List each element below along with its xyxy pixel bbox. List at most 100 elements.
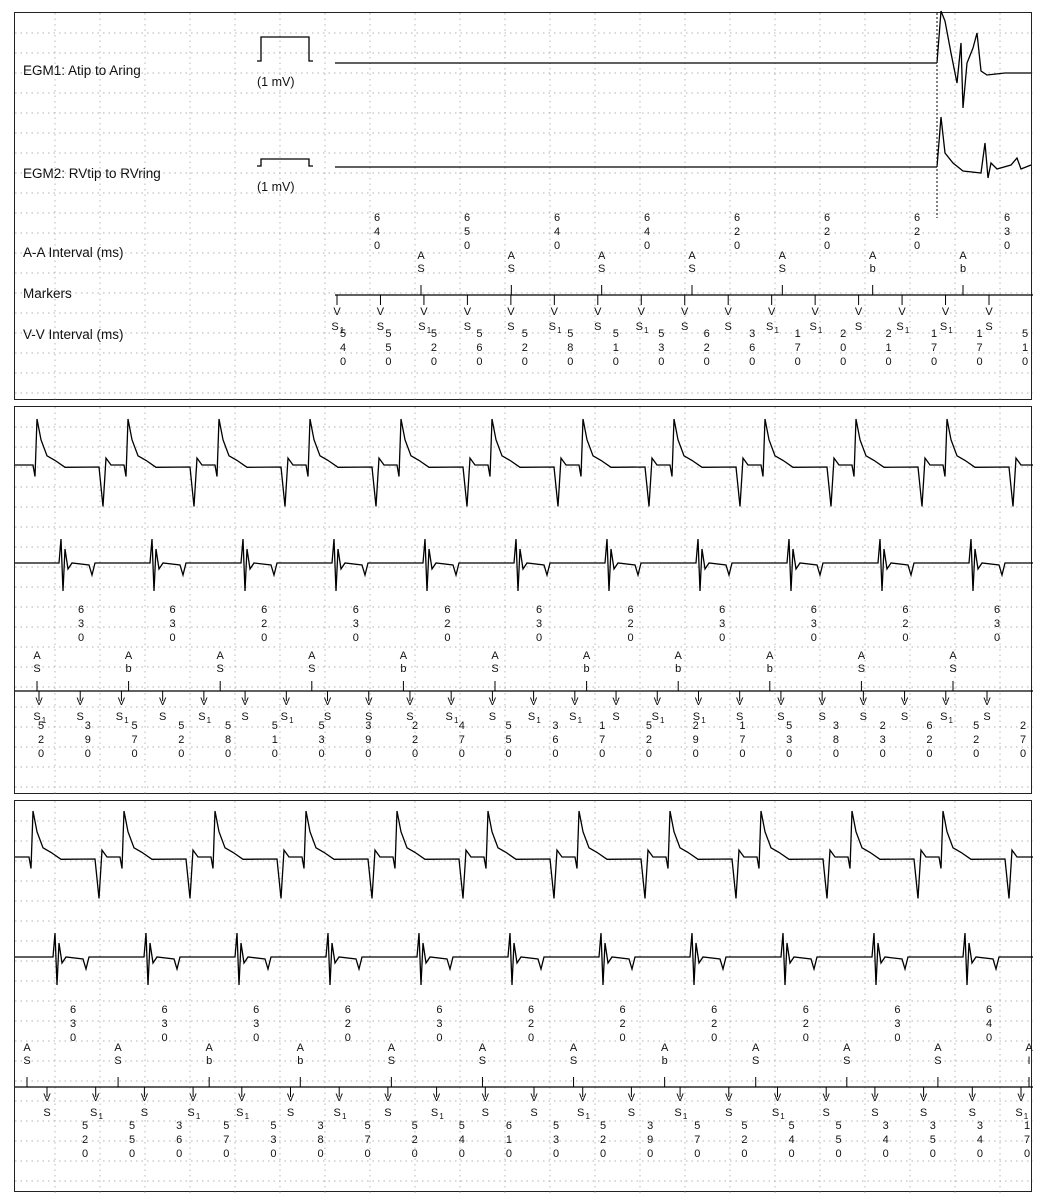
v-subscript: 1 <box>905 326 910 335</box>
a-type: b <box>297 1055 303 1067</box>
v-letter: V <box>336 1092 344 1104</box>
vv-interval-value: 520 <box>646 720 652 760</box>
v-marker: VS <box>489 696 497 723</box>
vv-interval-value-digit: 0 <box>795 356 801 368</box>
vv-interval-value-digit: 7 <box>599 734 605 746</box>
v-subscript: 1 <box>701 716 706 725</box>
v-type: S <box>377 321 384 333</box>
v-type: S <box>772 1107 779 1119</box>
v-type: S <box>464 321 471 333</box>
vv-interval-value-digit: 0 <box>840 342 846 354</box>
vv-interval-value-digit: 8 <box>225 734 231 746</box>
v-letter: V <box>420 306 428 318</box>
vv-interval-value-digit: 0 <box>38 748 44 760</box>
aa-interval-value-digit: 0 <box>824 240 830 252</box>
a-marker: Ab <box>400 650 408 675</box>
vv-interval-value: 570 <box>223 1120 229 1160</box>
vv-interval-value-digit: 3 <box>85 720 91 732</box>
v-subscript: 1 <box>774 326 779 335</box>
vv-interval-value-digit: 1 <box>739 720 745 732</box>
a-marker: AS <box>417 250 425 275</box>
vv-interval-value: 610 <box>506 1120 512 1160</box>
vv-interval-value-digit: 7 <box>931 342 937 354</box>
v-letter: V <box>200 696 208 708</box>
v-letter: V <box>448 696 456 708</box>
aa-interval-value-digit: 6 <box>78 604 84 616</box>
aa-interval-value-digit: 0 <box>528 1032 534 1044</box>
v-type: S <box>871 1107 878 1119</box>
vv-interval-value-digit: 1 <box>886 342 892 354</box>
a-letter: A <box>858 650 866 662</box>
v-letter: V <box>628 1092 636 1104</box>
vv-interval-value-digit: 3 <box>552 720 558 732</box>
vv-interval-value-digit: 9 <box>693 734 699 746</box>
vv-interval-value-digit: 1 <box>272 734 278 746</box>
aa-interval-value: 620 <box>914 212 920 252</box>
vv-interval-value-digit: 0 <box>131 748 137 760</box>
vv-interval-value: 470 <box>459 720 465 760</box>
a-marker: AS <box>752 1042 760 1067</box>
a-marker: AS <box>598 250 606 275</box>
vv-interval-value-digit: 5 <box>223 1120 229 1132</box>
v-type: S <box>141 1107 148 1119</box>
v-subscript: 1 <box>196 1112 201 1121</box>
v-type: S <box>809 321 816 333</box>
v-type: S <box>569 711 576 723</box>
v-letter: V <box>969 1092 977 1104</box>
v-subscript: 1 <box>1024 1112 1029 1121</box>
v-subscript: 1 <box>683 1112 688 1121</box>
vv-interval-value-digit: 0 <box>840 356 846 368</box>
v-type: S <box>507 321 514 333</box>
v-type: S <box>577 1107 584 1119</box>
v-letter: V <box>530 696 538 708</box>
aa-interval-value-digit: 2 <box>824 226 830 238</box>
aa-interval-value: 630 <box>894 1004 900 1044</box>
a-letter: A <box>114 1042 122 1054</box>
aa-interval-value-digit: 3 <box>70 1018 76 1030</box>
vv-interval-value-digit: 0 <box>880 748 886 760</box>
egm1-calibration-pulse <box>257 36 313 62</box>
vv-interval-value-digit: 5 <box>694 1120 700 1132</box>
v-type: S <box>693 711 700 723</box>
vv-interval-value-digit: 2 <box>840 328 846 340</box>
vv-interval-value: 550 <box>506 720 512 760</box>
aa-interval-value-digit: 0 <box>620 1032 626 1044</box>
v-type: S <box>736 711 743 723</box>
vv-interval-value: 520 <box>741 1120 747 1160</box>
aa-interval-value-digit: 6 <box>824 212 830 224</box>
aa-interval-value-digit: 6 <box>374 212 380 224</box>
vv-interval-value-digit: 5 <box>613 328 619 340</box>
egm1-calibration-label: (1 mV) <box>257 75 295 89</box>
v-marker: VS <box>324 696 332 723</box>
v-subscript: 1 <box>427 326 432 335</box>
strip-1-marker-channel: 640650640640620620620630ASASASASASAbAbVS… <box>331 212 1033 368</box>
vv-interval-value-digit: 6 <box>704 328 710 340</box>
vv-interval-value-digit: 2 <box>704 342 710 354</box>
aa-interval-value-digit: 3 <box>994 618 1000 630</box>
vv-interval-value-digit: 5 <box>82 1120 88 1132</box>
a-type: b <box>126 663 132 675</box>
aa-interval-value-digit: 0 <box>734 240 740 252</box>
v-type: S <box>431 1107 438 1119</box>
vv-interval-value-digit: 6 <box>552 734 558 746</box>
v-letter: V <box>823 1092 831 1104</box>
a-letter: A <box>688 250 696 262</box>
v-type: S <box>1015 1107 1022 1119</box>
aa-interval-value: 630 <box>353 604 359 644</box>
vv-interval-value-digit: 0 <box>749 356 755 368</box>
v-type: S <box>725 321 732 333</box>
vv-interval-value-digit: 1 <box>599 720 605 732</box>
aa-interval-value: 630 <box>78 604 84 644</box>
v-type: S <box>236 1107 243 1119</box>
aa-interval-value-digit: 0 <box>803 1032 809 1044</box>
vv-interval-label: V-V Interval (ms) <box>23 327 124 342</box>
v-subscript: 1 <box>578 716 583 725</box>
vv-interval-value-digit: 0 <box>459 748 465 760</box>
a-letter: A <box>388 1042 396 1054</box>
aa-interval-value-digit: 0 <box>986 1032 992 1044</box>
